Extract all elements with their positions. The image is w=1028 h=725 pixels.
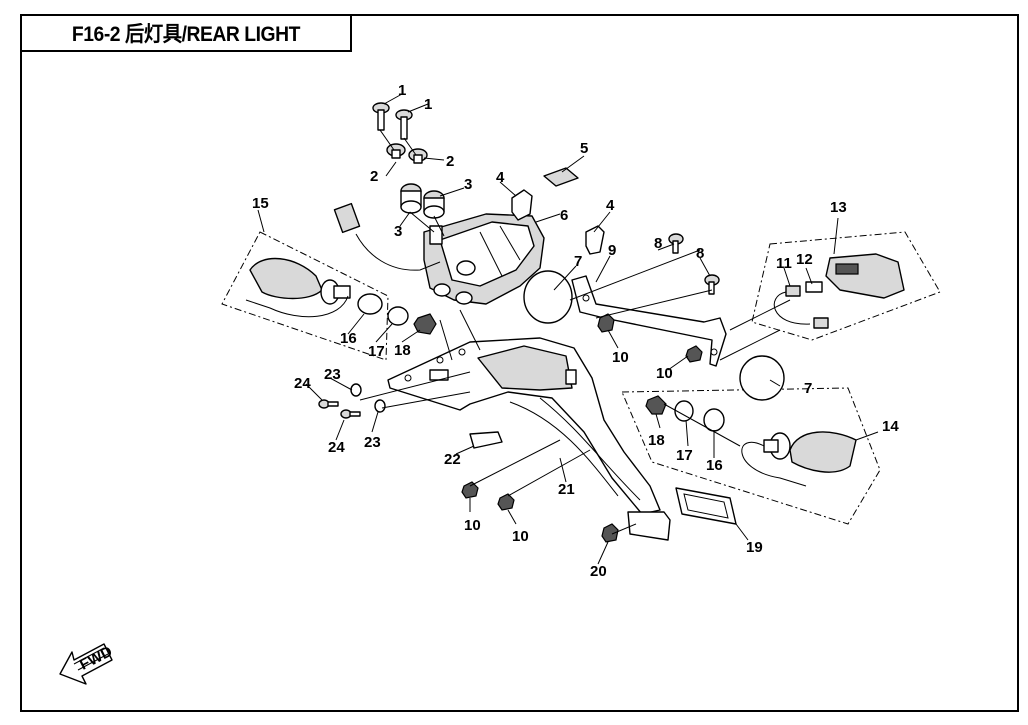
callout-23a: 23: [324, 366, 341, 383]
callout-21: 21: [558, 481, 575, 498]
nut-18-right: [645, 395, 667, 415]
clamp-plate: [469, 431, 503, 449]
drawing-frame: [20, 14, 1019, 712]
callout-17a: 17: [368, 343, 385, 360]
title-box: F16-2 后灯具/REAR LIGHT: [20, 14, 352, 52]
washer-23-lower: [374, 399, 386, 413]
fwd-arrow-icon: FWD: [59, 643, 115, 685]
license-plate-bracket: [627, 511, 671, 541]
group-15-outline: [221, 231, 389, 361]
cushion-pad-top: [511, 189, 533, 221]
turn-signal-right: [741, 431, 857, 487]
callout-5: 5: [580, 140, 588, 157]
turn-signal-left: [245, 257, 351, 318]
callout-15: 15: [252, 195, 269, 212]
callout-1b: 1: [424, 96, 432, 113]
bolt-left: [372, 102, 390, 131]
assembly-guide-lines: [359, 129, 791, 535]
grommet-right: [423, 190, 445, 219]
callout-10b: 10: [656, 365, 673, 382]
callout-10c: 10: [464, 517, 481, 534]
screw-24-lower: [340, 409, 361, 419]
callout-10d: 10: [512, 528, 529, 545]
washer-17-left: [387, 306, 409, 326]
callout-3b: 3: [464, 176, 472, 193]
nut-10b: [685, 345, 703, 363]
callout-20: 20: [590, 563, 607, 580]
nut-18-left: [413, 313, 437, 335]
callout-12: 12: [796, 251, 813, 268]
cushion-pad-side: [585, 225, 605, 255]
screw-8b: [704, 274, 720, 295]
bolt-right: [395, 109, 413, 140]
license-lamp: [825, 253, 905, 299]
group-13-outline: [751, 231, 941, 341]
callout-1a: 1: [398, 82, 406, 99]
callout-16a: 16: [340, 330, 357, 347]
callout-24a: 24: [294, 375, 311, 392]
screw-24-upper: [318, 399, 339, 409]
callout-7a: 7: [574, 253, 582, 270]
nut-20: [601, 523, 619, 543]
callout-16b: 16: [706, 457, 723, 474]
callout-14: 14: [882, 418, 899, 435]
washer-23-upper: [350, 383, 362, 397]
callout-8b: 8: [696, 245, 704, 262]
callout-9: 9: [608, 242, 616, 259]
callout-19: 19: [746, 539, 763, 556]
rear-light-connector: [333, 202, 441, 271]
collar-left: [386, 143, 406, 159]
callout-18a: 18: [394, 342, 411, 359]
callout-10a: 10: [612, 349, 629, 366]
lamp-socket: [773, 285, 829, 329]
nut-10d: [497, 493, 515, 511]
license-plate-light: [675, 487, 737, 525]
callout-2a: 2: [370, 168, 378, 185]
grommet-left: [400, 183, 422, 214]
callout-22: 22: [444, 451, 461, 468]
callout-17b: 17: [676, 447, 693, 464]
callout-2b: 2: [446, 153, 454, 170]
turn-signal-bracket: [571, 275, 727, 367]
callout-24b: 24: [328, 439, 345, 456]
washer-17-right: [674, 400, 694, 422]
nut-10a: [597, 313, 615, 333]
lamp-bulb: [805, 281, 823, 293]
callout-4a: 4: [496, 169, 505, 186]
collar-right: [408, 148, 428, 164]
reflector-right: [739, 355, 785, 401]
group-14-outline: [621, 387, 881, 525]
screw-8a: [668, 233, 684, 254]
nut-10c: [461, 481, 479, 499]
callout-4b: 4: [606, 197, 615, 214]
callout-8a: 8: [654, 235, 662, 252]
callout-7b: 7: [804, 380, 812, 397]
callout-11: 11: [776, 255, 792, 272]
page-title: F16-2 后灯具/REAR LIGHT: [71, 23, 301, 46]
callout-18b: 18: [648, 432, 665, 449]
callouts: 1 1 2 2 3 3 4 4 5 6 7 7 8 8 9 10 10 10 1…: [252, 82, 899, 580]
callout-3a: 3: [394, 223, 402, 240]
spacer-16-left: [357, 293, 383, 315]
callout-13: 13: [830, 199, 847, 216]
callout-23b: 23: [364, 434, 381, 451]
rear-fender: [387, 337, 661, 515]
callout-6: 6: [560, 207, 568, 224]
seal-strip: [543, 167, 579, 187]
